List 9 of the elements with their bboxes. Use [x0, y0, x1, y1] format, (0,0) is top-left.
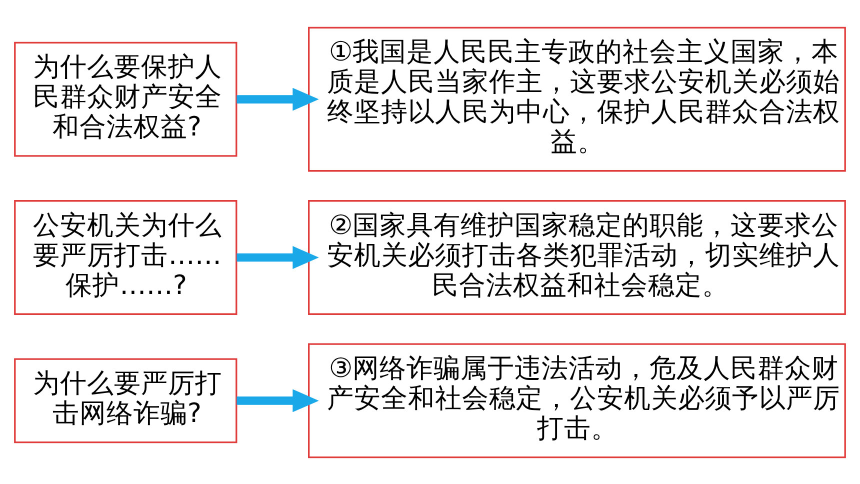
arrow: [236, 246, 319, 268]
node-box: 为什么要保护人民群众财产安全和合法权益?: [14, 41, 238, 156]
node-box: ①我国是人民民主专政的社会主义国家，本质是人民当家作主，这要求公安机关必须始终坚持以人民为中心，保护人民群众合法权益。: [308, 26, 846, 172]
arrow: [236, 87, 319, 110]
node-box: 公安机关为什么要严厉打击……保护……?: [14, 200, 238, 314]
node-box: 为什么要严厉打击网络诈骗?: [14, 358, 238, 443]
arrow: [236, 388, 319, 412]
node-box: ③网络诈骗属于违法活动，危及人民群众财产安全和社会稳定，公安机关必须予以严厉打击。: [308, 342, 846, 458]
node-box: ②国家具有维护国家稳定的职能，这要求公安机关必须打击各类犯罪活动，切实维护人民合法权益和社会稳定。: [308, 200, 846, 314]
